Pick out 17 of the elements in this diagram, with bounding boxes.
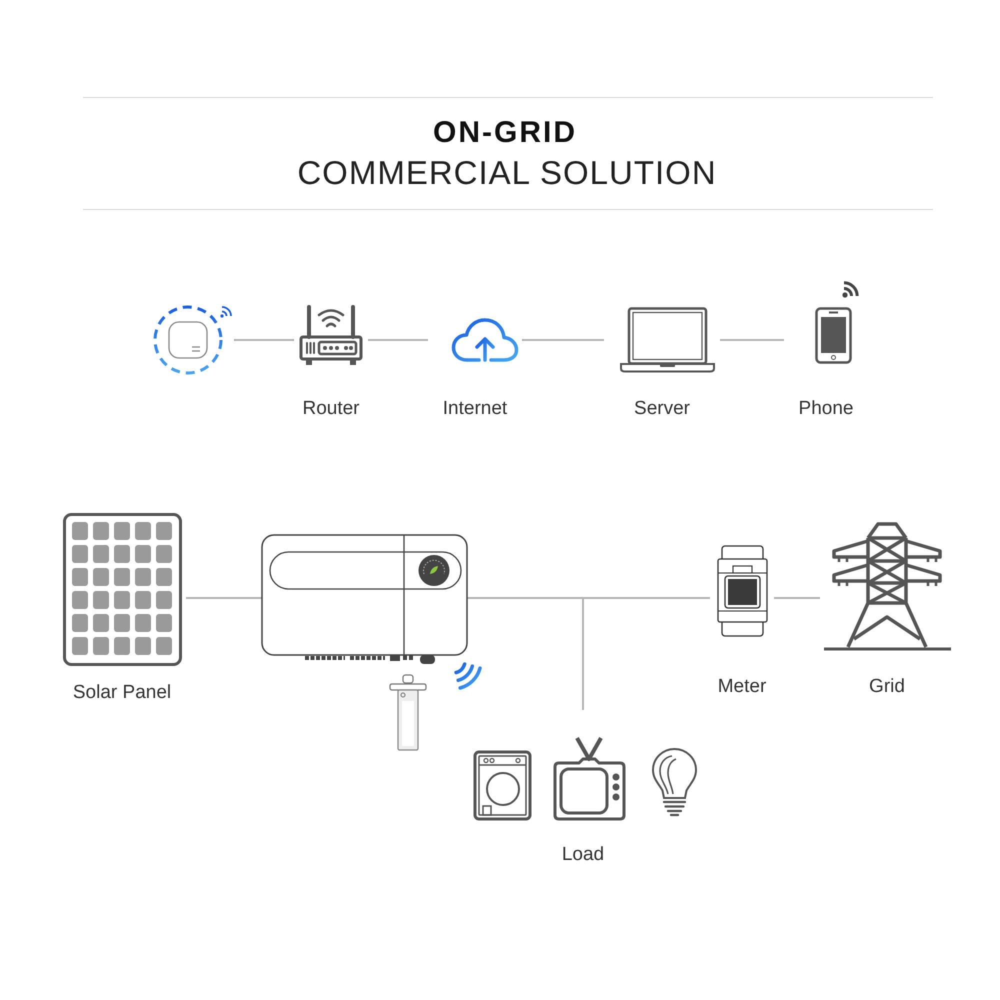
node-label: Internet xyxy=(442,398,508,420)
connector-line xyxy=(522,339,604,341)
inverter-icon xyxy=(261,534,468,665)
node-label: Solar Panel xyxy=(72,682,172,704)
node-label: Server xyxy=(634,398,690,420)
node-label: Router xyxy=(302,398,360,420)
connector-line xyxy=(774,597,820,599)
connector-line xyxy=(720,339,784,341)
connector-line xyxy=(368,339,428,341)
connector-line xyxy=(234,339,294,341)
node-label: Phone xyxy=(798,398,854,420)
node-label: Load xyxy=(562,844,604,866)
title: ON-GRID xyxy=(433,116,577,150)
subtitle: COMMERCIAL SOLUTION xyxy=(297,154,717,192)
connector-line xyxy=(186,597,259,599)
node-label: Meter xyxy=(718,676,766,698)
node-label: Grid xyxy=(869,676,905,698)
